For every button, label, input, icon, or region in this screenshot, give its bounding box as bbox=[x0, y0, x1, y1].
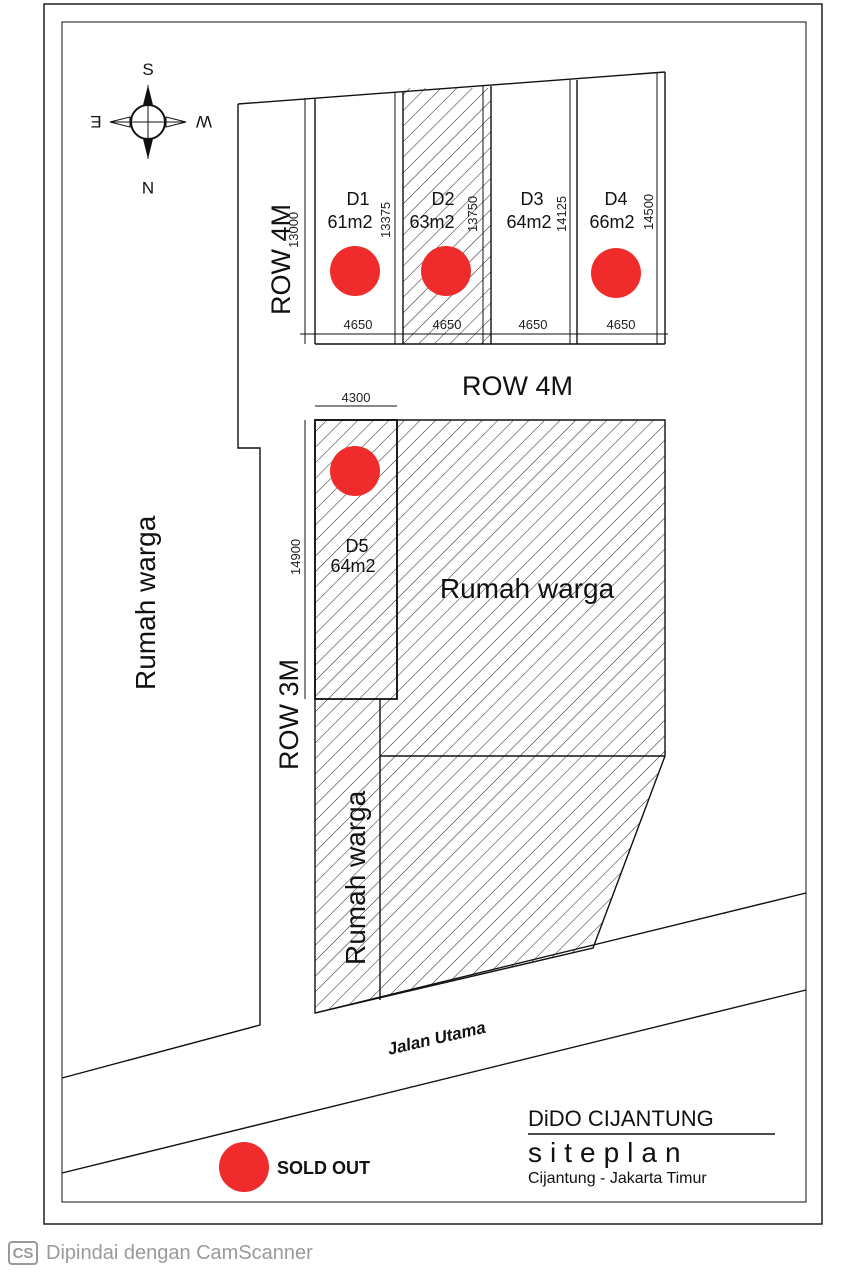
sold-marker-d5 bbox=[330, 446, 380, 496]
dim-d1-left: 13000 bbox=[286, 212, 301, 248]
compass-north-label: N bbox=[142, 178, 154, 197]
dim-d3-width: 4650 bbox=[519, 317, 548, 332]
sold-marker-d2 bbox=[421, 246, 471, 296]
inner-frame bbox=[61, 21, 807, 1203]
lot-d4-label: D4 bbox=[604, 189, 627, 209]
dim-d3-depth: 14125 bbox=[554, 196, 569, 232]
sold-marker-d1 bbox=[330, 246, 380, 296]
scanner-watermark: CS Dipindai dengan CamScanner bbox=[8, 1235, 313, 1271]
compass-east-label: E bbox=[90, 112, 101, 131]
lot-d4-area: 66m2 bbox=[589, 212, 634, 232]
lot-d2-area: 63m2 bbox=[409, 212, 454, 232]
legend-sold-marker bbox=[219, 1142, 269, 1192]
title-project: DiDO CIJANTUNG bbox=[528, 1106, 714, 1131]
dim-d5-depth: 14900 bbox=[288, 539, 303, 575]
main-road-label: Jalan Utama bbox=[386, 1018, 488, 1059]
main-road-upper-edge bbox=[314, 892, 807, 1014]
sold-marker-d4 bbox=[591, 248, 641, 298]
scanner-text: Dipindai dengan CamScanner bbox=[46, 1241, 313, 1264]
compass-icon bbox=[109, 85, 187, 159]
outer-frame bbox=[43, 3, 823, 1225]
road-row-3m: ROW 3M bbox=[274, 659, 304, 770]
lower-neighbour-hatch bbox=[314, 419, 666, 1014]
main-road-lower-edge bbox=[61, 989, 807, 1174]
dim-d4-depth: 14500 bbox=[641, 194, 656, 230]
lot-d5-label: D5 bbox=[345, 536, 368, 556]
neighbour-center-label: Rumah warga bbox=[440, 573, 615, 604]
lot-d5-area: 64m2 bbox=[330, 556, 375, 576]
title-location: Cijantung - Jakarta Timur bbox=[528, 1170, 707, 1187]
lot-d2-label: D2 bbox=[431, 189, 454, 209]
dim-d5-width: 4300 bbox=[342, 390, 371, 405]
dim-d2-depth: 13750 bbox=[465, 196, 480, 232]
compass-west-label: W bbox=[196, 112, 212, 131]
dim-d1-depth: 13375 bbox=[378, 202, 393, 238]
neighbour-bottom-label: Rumah warga bbox=[340, 790, 371, 965]
lot-d1-label: D1 bbox=[346, 189, 369, 209]
lot-d3-area: 64m2 bbox=[506, 212, 551, 232]
lot-d3-label: D3 bbox=[520, 189, 543, 209]
lot-d1-area: 61m2 bbox=[327, 212, 372, 232]
dim-d4-width: 4650 bbox=[607, 317, 636, 332]
camscanner-logo: CS bbox=[8, 1241, 38, 1265]
lot-d2-hatch bbox=[403, 88, 491, 344]
dim-d1-width: 4650 bbox=[344, 317, 373, 332]
dim-d2-width: 4650 bbox=[433, 317, 462, 332]
left-boundary bbox=[61, 104, 261, 1079]
site-plan-drawing: S N E W D1 61m2 D2 63m2 D3 64m2 D4 66m2 … bbox=[43, 3, 823, 1225]
road-row-4m-horizontal: ROW 4M bbox=[462, 371, 573, 401]
lots-top-row bbox=[300, 72, 668, 345]
road-row-4m-vertical: ROW 4M bbox=[266, 204, 296, 315]
title-subtitle: siteplan bbox=[528, 1137, 689, 1168]
neighbour-left-label: Rumah warga bbox=[130, 515, 161, 690]
compass-south-label: S bbox=[142, 60, 153, 79]
legend-sold-out-label: SOLD OUT bbox=[277, 1158, 370, 1178]
